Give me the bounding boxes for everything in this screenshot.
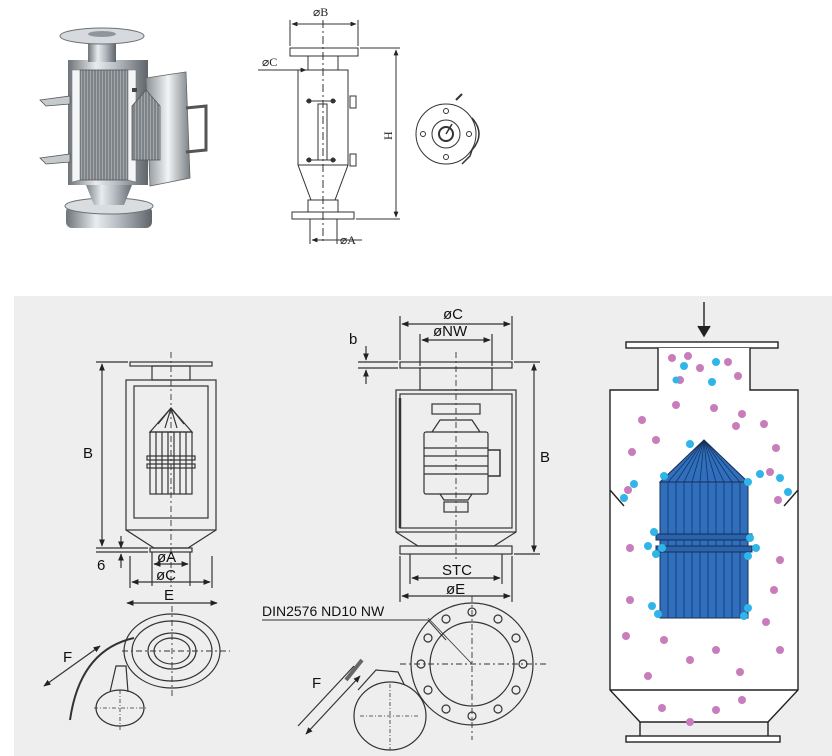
mid-dim-e-label: øE: [446, 581, 465, 598]
left-drawing: [43, 352, 230, 730]
top-flange-view: [415, 93, 480, 165]
flange-note-label: DIN2576 ND10 NW: [262, 603, 385, 619]
left-dim-f-label: F: [63, 649, 72, 666]
operation-illustration: [609, 302, 799, 743]
left-dim-6-label: 6: [97, 557, 105, 574]
middle-drawing: [297, 316, 546, 751]
mid-dim-c-label: øC: [443, 306, 463, 323]
product-photo: [39, 27, 208, 228]
mid-dim-f-label: F: [312, 675, 321, 692]
mid-dim-b-small-label: b: [349, 331, 357, 348]
top-dim-h-label: H: [381, 131, 395, 140]
top-dim-b-label: ⌀B: [313, 5, 328, 19]
left-dim-e-label: E: [164, 587, 174, 604]
left-dim-a-label: øA: [157, 549, 176, 566]
mid-dim-nw-label: øNW: [433, 323, 468, 340]
mid-dim-b-label: B: [540, 449, 550, 466]
flange-note-leader: [427, 619, 447, 641]
top-dim-a-label: ⌀A: [340, 233, 356, 247]
left-dim-c-label: øC: [156, 567, 176, 584]
top-side-drawing: [258, 20, 400, 244]
mid-dim-stc-label: STC: [442, 562, 472, 579]
left-dim-b-label: B: [83, 445, 93, 462]
top-dim-c-label: ⌀C: [262, 55, 277, 69]
